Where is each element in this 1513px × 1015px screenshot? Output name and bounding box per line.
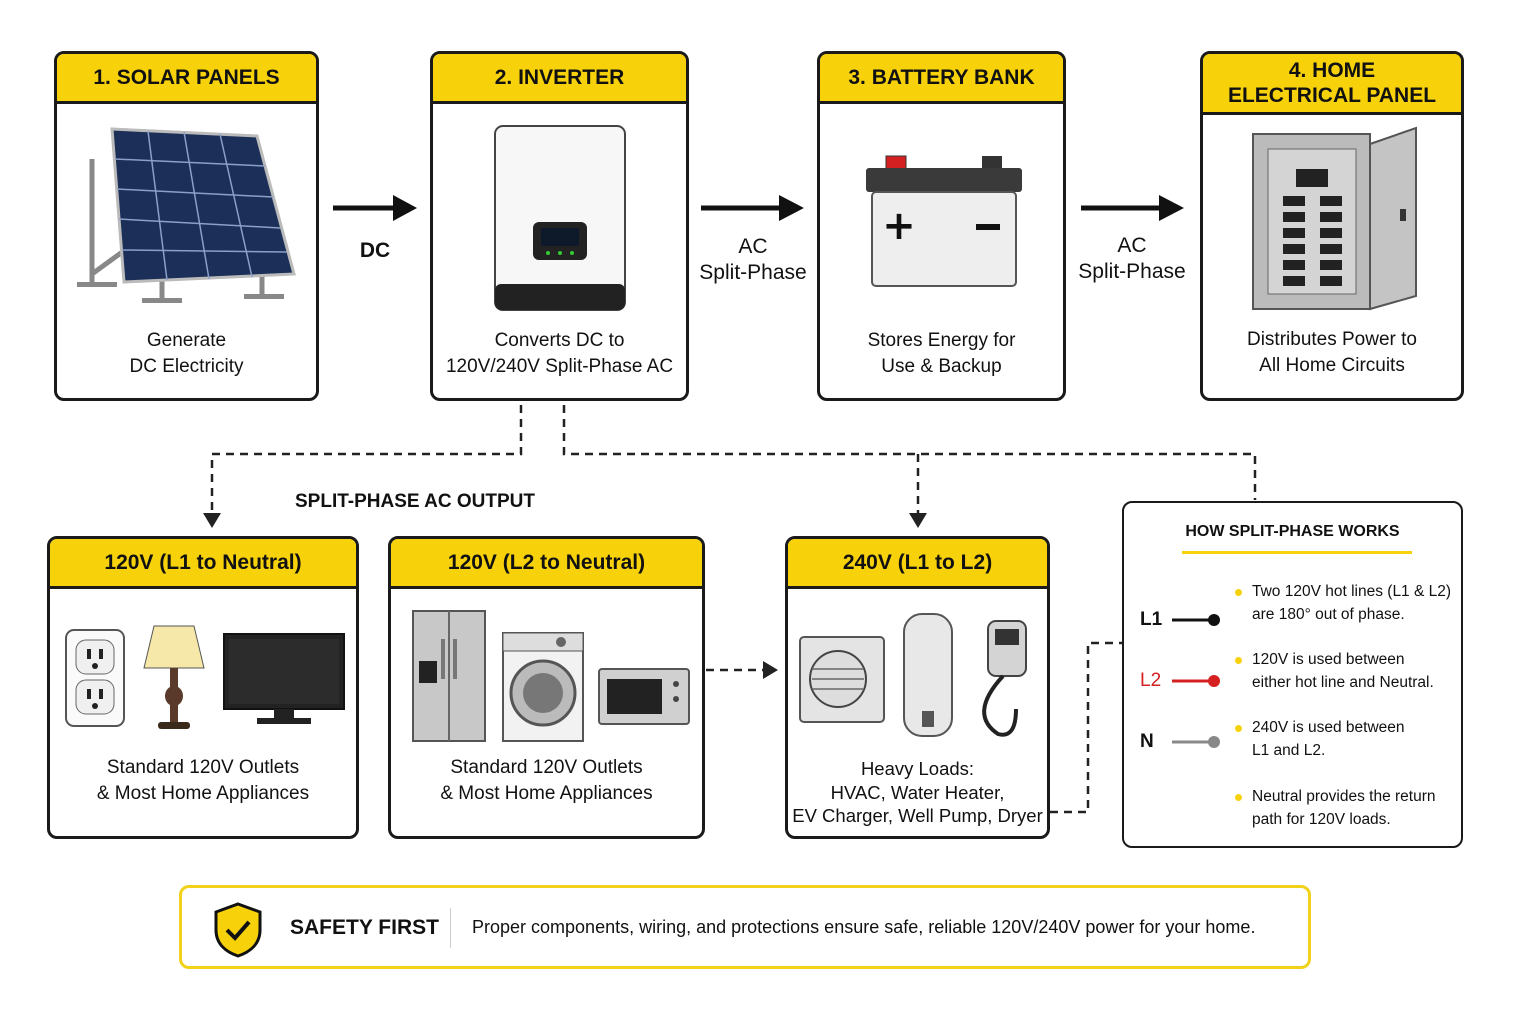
card-description: Converts DC to 120V/240V Split-Phase AC [445,330,674,377]
how-split-phase-works-panel: HOW SPLIT-PHASE WORKS L1 L2 N Two 120V h… [1122,501,1463,848]
arrow-ac-2 [1081,195,1184,221]
legend-l1: L1 [1140,609,1222,631]
shield-check-icon [214,902,262,958]
bullet-item: 120V is used between either hot line and… [1235,648,1462,694]
card-output-l2-neutral: 120V (L2 to Neutral) Standard 120V Outle… [388,536,705,839]
card-battery-bank: 3. BATTERY BANK + Stores Energy for Use … [817,51,1066,401]
battery-icon: + [866,155,1022,287]
legend-neutral: N [1140,731,1222,753]
bullet-item: 240V is used between L1 and L2. [1235,716,1462,762]
divider [450,908,451,948]
arrow-dc [333,195,417,221]
card-header: 1. SOLAR PANELS [57,54,316,104]
bullet-item: Two 120V hot lines (L1 & L2) are 180° ou… [1235,580,1462,626]
legend-key: L2 [1140,670,1162,691]
breaker-panel-icon [1252,126,1417,311]
card-header: 120V (L1 to Neutral) [50,539,356,589]
bullet-item: Neutral provides the return path for 120… [1235,785,1462,831]
safety-banner: SAFETY FIRST Proper components, wiring, … [179,885,1311,969]
card-header: 120V (L2 to Neutral) [391,539,702,589]
neutral-line-icon [1172,736,1220,748]
flow-label-ac-2: AC Split-Phase [1078,234,1186,283]
card-description: Distributes Power to All Home Circuits [1246,329,1417,376]
appliances-icon [412,610,690,742]
card-description: Heavy Loads: HVAC, Water Heater, EV Char… [792,758,1043,826]
inverter-icon [494,125,626,311]
card-inverter: 2. INVERTER Converts DC to 120V/240V Spl… [430,51,689,401]
safety-title: SAFETY FIRST [290,916,439,939]
l2-line-icon [1172,675,1220,687]
card-description: Standard 120V Outlets & Most Home Applia… [440,757,653,804]
card-description: Stores Energy for Use & Backup [867,330,1016,377]
section-title-output: SPLIT-PHASE AC OUTPUT [295,491,535,512]
title-underline [1182,551,1412,554]
legend-key: N [1140,731,1154,752]
card-header: 3. BATTERY BANK [820,54,1063,104]
card-header: 240V (L1 to L2) [788,539,1047,589]
solar-panel-icon [77,127,296,303]
card-description: Generate DC Electricity [129,330,244,377]
card-output-l1-l2: 240V (L1 to L2) Heavy Loads: HVAC, Water… [785,536,1050,839]
flow-label-ac-1: AC Split-Phase [699,235,807,284]
safety-text: Proper components, wiring, and protectio… [472,917,1256,937]
l1-line-icon [1172,614,1220,626]
card-header: 4. HOME ELECTRICAL PANEL [1203,54,1461,115]
svg-text:+: + [882,203,916,249]
legend-key: L1 [1140,609,1163,630]
flow-label-dc: DC [359,239,391,262]
card-description: Standard 120V Outlets & Most Home Applia… [96,757,310,804]
heavy-loads-icon [799,613,1027,737]
card-solar-panels: 1. SOLAR PANELS Generate DC Electricity [54,51,319,401]
card-output-l1-neutral: 120V (L1 to Neutral) Standard 120V Outle… [47,536,359,839]
card-home-electrical-panel: 4. HOME ELECTRICAL PANEL Distributes Pow… [1200,51,1464,401]
outlet-lamp-tv-icon [65,625,345,729]
how-it-works-title: HOW SPLIT-PHASE WORKS [1185,523,1400,540]
card-header: 2. INVERTER [433,54,686,104]
legend-l2: L2 [1140,670,1222,692]
arrow-ac-1 [701,195,804,221]
